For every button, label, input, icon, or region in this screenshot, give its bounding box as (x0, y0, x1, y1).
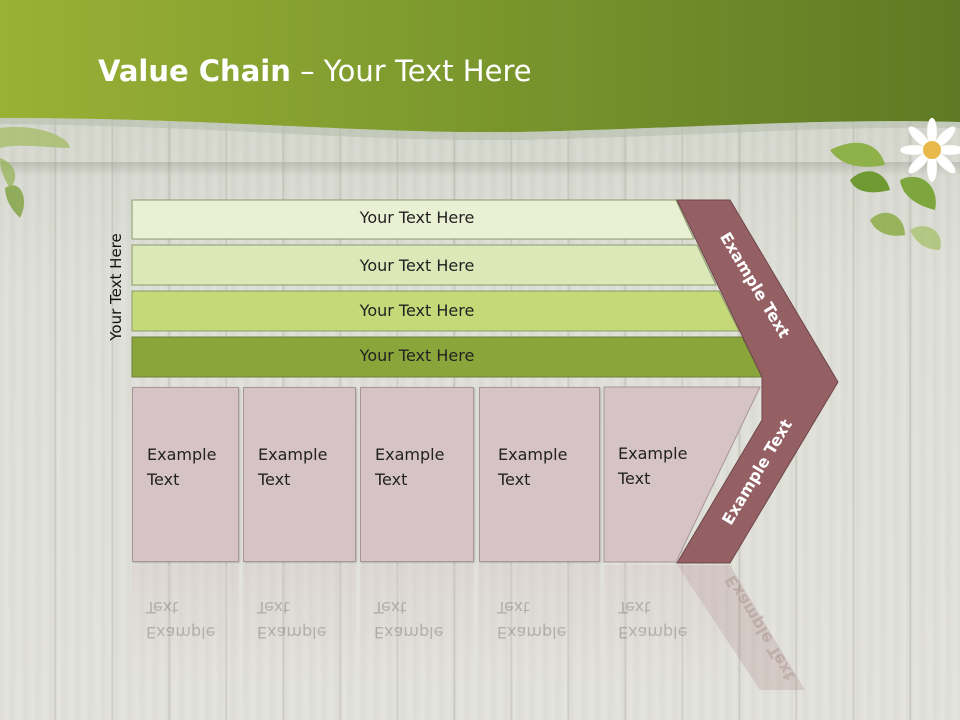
box-4-reflection-line1: Example (497, 623, 567, 642)
box-4-line1: Example (498, 445, 568, 464)
chevron-reflection (677, 565, 805, 690)
box-4-reflection-text: Example Text (497, 595, 587, 645)
box-1-reflection-text: Example Text (146, 595, 236, 645)
box-3-line2: Text (375, 470, 408, 489)
box-3-reflection-line1: Example (374, 623, 444, 642)
box-1-reflection-line1: Example (146, 623, 216, 642)
box-2-reflection-line1: Example (257, 623, 327, 642)
fence-rail (0, 162, 960, 176)
box-4-reflection: Example Text (479, 565, 600, 685)
box-5-reflection-text: Example Text (618, 595, 708, 645)
support-row-3-label: Your Text Here (359, 301, 475, 320)
support-row-3 (131, 290, 740, 332)
leaf-decoration-left (0, 127, 70, 218)
support-row-1 (131, 199, 695, 240)
box-1-line1: Example (147, 445, 217, 464)
box-3-reflection-line2: Text (374, 598, 407, 617)
box-5-line1: Example (618, 444, 688, 463)
support-row-1-label: Your Text Here (359, 208, 475, 227)
box-2-reflection-text: Example Text (257, 595, 347, 645)
box-4-line2: Text (498, 470, 531, 489)
box-1-reflection: Example Text (132, 565, 239, 685)
box-5-reflection-line1: Example (618, 623, 688, 642)
box-3-line1: Example (375, 445, 445, 464)
box-2-reflection-line2: Text (257, 598, 290, 617)
box-3-reflection-text: Example Text (374, 595, 464, 645)
slide-title: Value Chain – Your Text Here (98, 54, 532, 88)
support-row-4-label: Your Text Here (359, 346, 475, 365)
box-1-line2: Text (147, 470, 180, 489)
box-5-reflection-line2: Text (618, 598, 651, 617)
title-bold: Value Chain (98, 54, 291, 88)
box-2-line1: Example (258, 445, 328, 464)
support-row-2-label: Your Text Here (359, 256, 475, 275)
box-5-reflection: Example Text (604, 565, 724, 685)
box-2-line2: Text (258, 470, 291, 489)
box-5-line2: Text (618, 469, 651, 488)
box-3-reflection: Example Text (360, 565, 474, 685)
box-2-reflection: Example Text (243, 565, 356, 685)
support-row-2 (131, 244, 717, 286)
daisy-decoration (830, 117, 960, 250)
box-1-reflection-line2: Text (146, 598, 179, 617)
box-4-reflection-line2: Text (497, 598, 530, 617)
last-primary-box (603, 386, 761, 563)
header-banner (0, 0, 960, 140)
chevron-arrow (676, 199, 839, 564)
title-rest: – Your Text Here (290, 54, 532, 88)
